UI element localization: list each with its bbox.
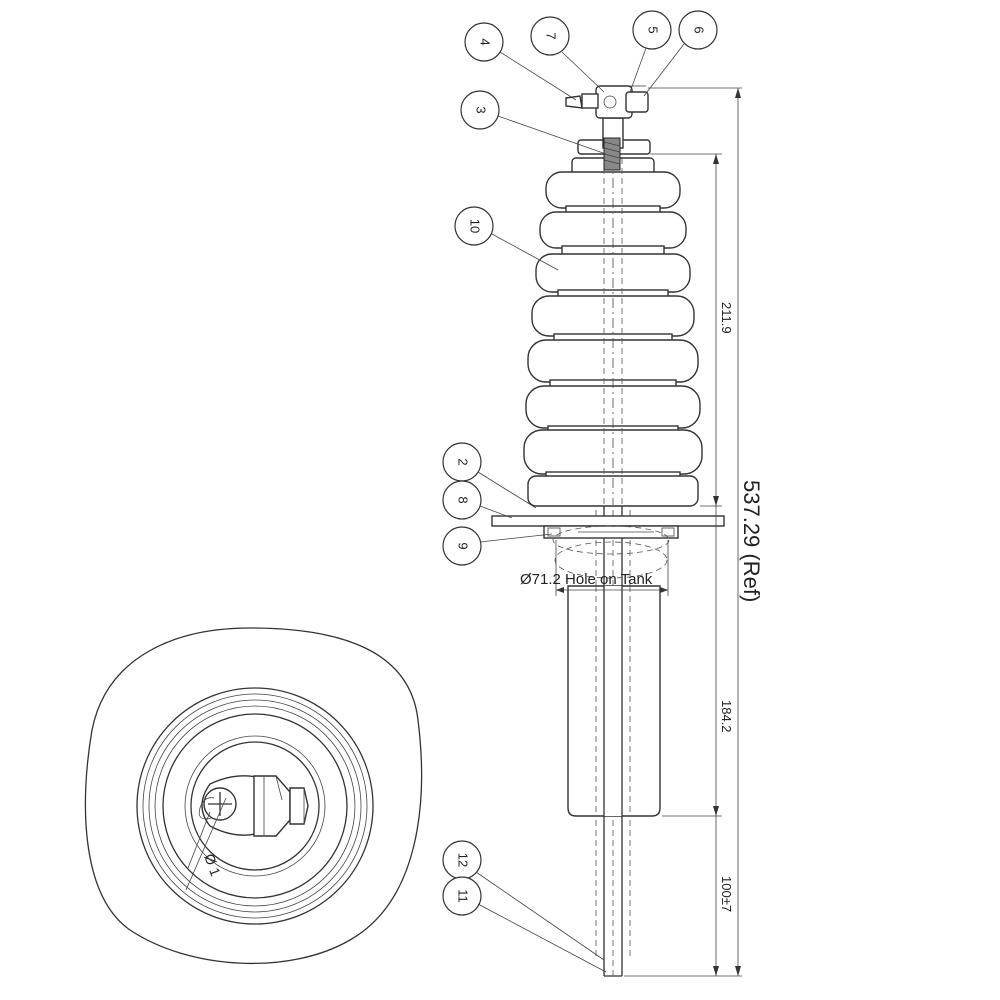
mounting-flange (491, 515, 725, 527)
balloon-6 (678, 10, 718, 50)
balloon-7 (530, 16, 570, 56)
balloon-3 (460, 90, 500, 130)
svg-text:12: 12 (456, 853, 471, 867)
svg-text:11: 11 (456, 889, 471, 903)
bushing-side-view (491, 85, 725, 980)
dimension-upper: 211.9 (719, 302, 734, 334)
clamping-ring (552, 525, 670, 555)
svg-text:6: 6 (692, 26, 707, 33)
plan-diameter-label: Ø 1 (201, 852, 224, 879)
bushing-plan-view: Ø 1 (84, 627, 423, 965)
svg-text:4: 4 (478, 38, 493, 45)
dimension-bottom: 100±7 (719, 876, 734, 912)
hole-dimension-label: Ø71.2 Hole on Tank (520, 571, 653, 588)
plan-terminal (201, 775, 309, 837)
svg-text:5: 5 (646, 26, 661, 33)
svg-text:8: 8 (456, 496, 471, 503)
balloon-4 (464, 22, 504, 62)
part-balloons: 4 7 5 6 3 10 2 8 9 12 (442, 10, 718, 973)
balloon-11 (442, 876, 482, 916)
balloon-5 (632, 10, 672, 50)
svg-text:10: 10 (468, 219, 483, 233)
svg-text:2: 2 (456, 458, 471, 465)
balloon-10 (454, 206, 494, 246)
plan-ring-1 (136, 687, 374, 925)
dimension-lower: 184.2 (719, 700, 734, 733)
svg-text:3: 3 (474, 106, 489, 113)
balloon-9 (442, 526, 482, 566)
dimension-total: 537.29 (Ref) (739, 480, 764, 602)
balloon-8 (442, 480, 482, 520)
svg-text:9: 9 (456, 542, 471, 549)
plan-outer-shed (84, 627, 423, 965)
vertical-dimensions: 537.29 (Ref) 211.9 184.2 100±7 (624, 87, 764, 977)
svg-text:7: 7 (544, 32, 559, 39)
hole-dimension: Ø71.2 Hole on Tank (520, 540, 669, 596)
